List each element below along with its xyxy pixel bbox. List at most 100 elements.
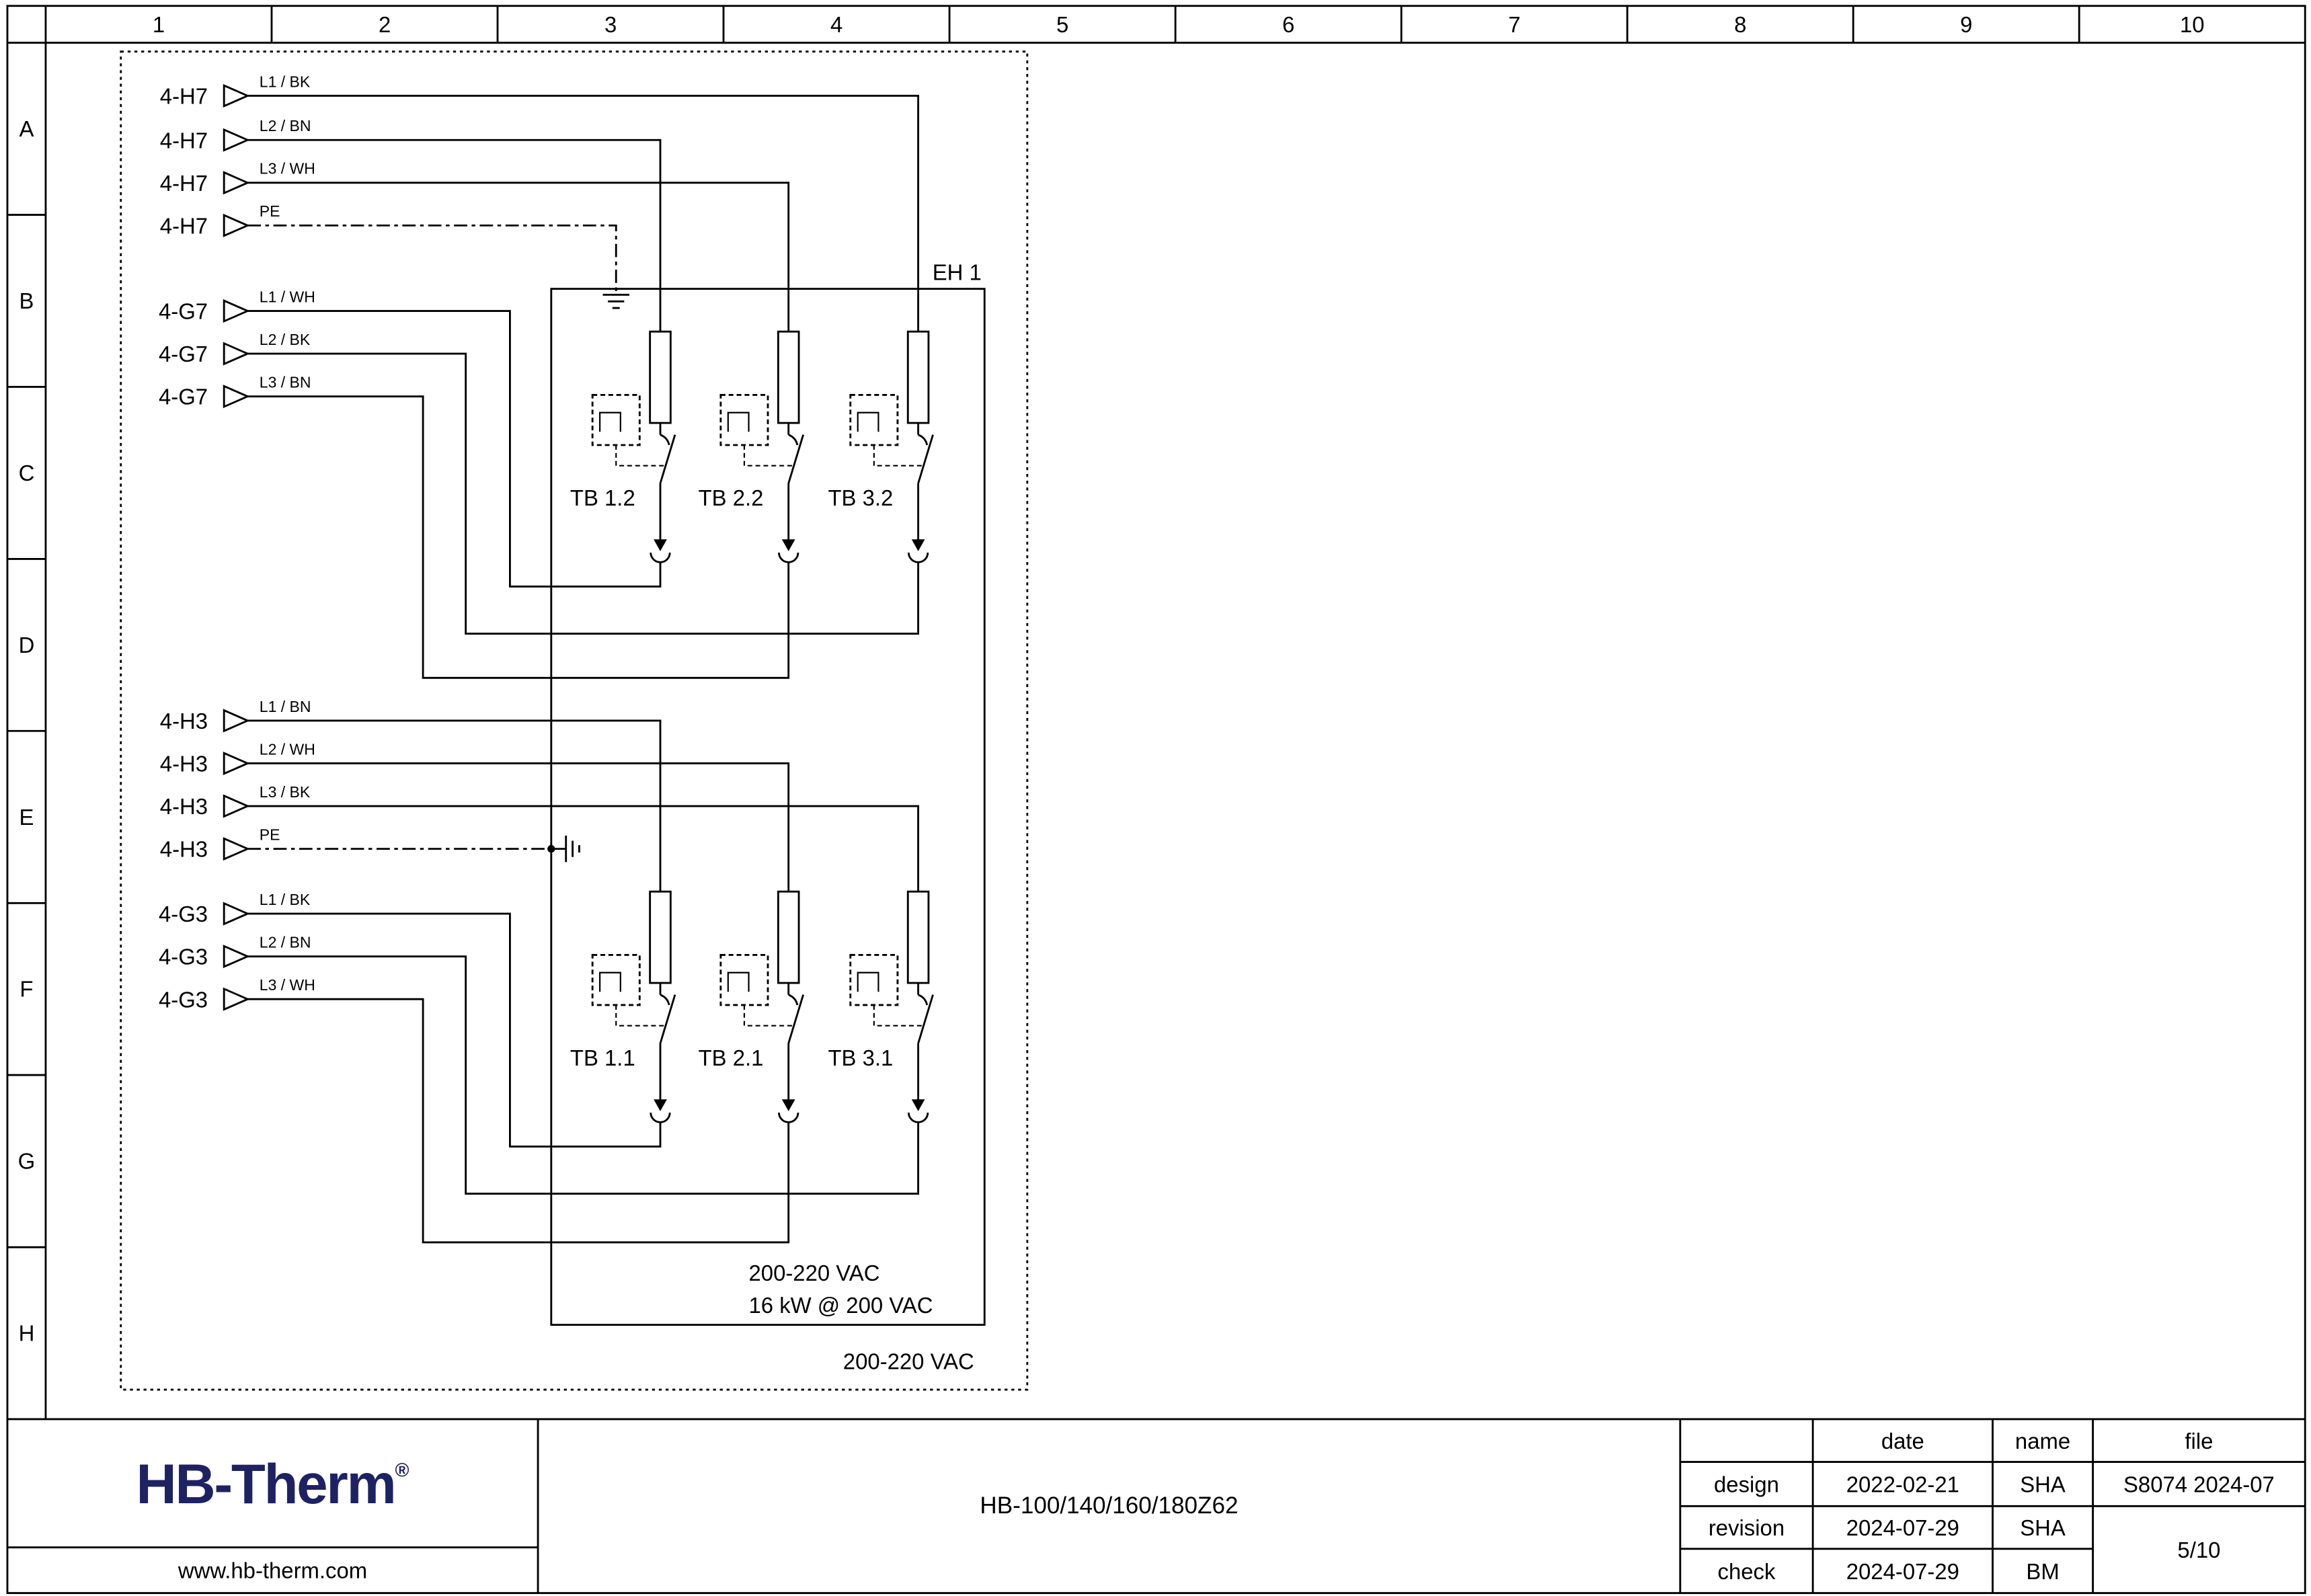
- input-tag: 4-H3: [160, 837, 208, 862]
- phase-label: L3 / WH: [260, 160, 315, 177]
- wire: [247, 912, 662, 1148]
- heater-breaker-unit: [719, 890, 805, 1123]
- input-connector: 4-H3 L3 / BK: [160, 783, 311, 819]
- wire: [247, 310, 662, 588]
- col-header-name: name: [2015, 1429, 2070, 1453]
- wire: [247, 95, 920, 332]
- input-connector: 4-G3 L1 / BK: [159, 891, 311, 926]
- phase-label: L2 / BN: [260, 117, 311, 134]
- breaker-label: TB 1.1: [570, 1045, 635, 1070]
- connector-arrow-icon: [223, 84, 249, 108]
- connector-arrow-icon: [223, 837, 249, 861]
- design-date: 2022-02-21: [1846, 1472, 1959, 1497]
- breaker-label: TB 1.2: [570, 485, 635, 510]
- row-label-check: check: [1718, 1559, 1776, 1584]
- wire: [247, 762, 790, 892]
- input-connector: 4-H7 PE: [160, 202, 280, 238]
- rating-voltage-outer: 200-220 VAC: [843, 1349, 974, 1373]
- earth-symbol: [602, 293, 629, 309]
- column-label: 8: [1734, 12, 1746, 37]
- phase-label: PE: [260, 202, 280, 220]
- phase-label: L2 / WH: [260, 740, 315, 758]
- input-tag: 4-H7: [160, 128, 208, 153]
- connector-arrow-icon: [223, 709, 249, 732]
- input-tag: 4-G3: [159, 945, 208, 969]
- column-ruler: 1 2 3 4 5 6 7 8 9 10: [153, 5, 2205, 43]
- input-tag: 4-G7: [159, 299, 208, 324]
- connector-arrow-icon: [223, 795, 249, 817]
- column-label: 2: [379, 12, 391, 37]
- row-ruler: A B C D E F G H: [7, 116, 46, 1346]
- column-label: 10: [2180, 12, 2205, 37]
- page-number: 5/10: [2177, 1538, 2220, 1562]
- input-connector: 4-G3 L2 / BN: [159, 933, 311, 969]
- breaker-label: TB 3.2: [828, 485, 893, 510]
- wire: [247, 955, 920, 1195]
- phase-label: L3 / BK: [260, 783, 311, 801]
- column-label: 6: [1282, 12, 1294, 37]
- phase-label: L1 / BK: [260, 73, 311, 90]
- input-tag: 4-H7: [160, 213, 208, 238]
- row-label: C: [19, 461, 35, 485]
- col-header-file: file: [2185, 1429, 2213, 1453]
- connector-arrow-icon: [223, 385, 249, 408]
- connector-arrow-icon: [223, 945, 249, 968]
- title-block: HB-Therm® www.hb-therm.com HB-100/140/16…: [7, 1419, 2306, 1593]
- wire: [247, 998, 790, 1244]
- heater-breaker-unit: [591, 890, 676, 1123]
- input-tag: 4-G3: [159, 902, 208, 926]
- revision-date: 2024-07-29: [1846, 1515, 1959, 1540]
- chassis-earth-symbol: [547, 835, 580, 863]
- wiring: [247, 95, 920, 1244]
- company-logo: HB-Therm®: [136, 1453, 409, 1515]
- column-label: 5: [1056, 12, 1068, 37]
- wire: [247, 719, 662, 892]
- input-tag: 4-H3: [160, 709, 208, 733]
- connector-arrow-icon: [223, 299, 249, 323]
- file-value: S8074 2024-07: [2123, 1472, 2275, 1497]
- row-label: E: [19, 805, 34, 830]
- heater-breaker-units: TB 1.2 TB 2.2 TB 3.2 TB 1.1 TB 2.1 TB 3.…: [570, 330, 934, 1123]
- wire: [247, 182, 790, 332]
- heater-breaker-unit: [719, 330, 805, 563]
- column-label: 1: [153, 12, 165, 37]
- sheet-frame: [6, 5, 2306, 1595]
- heater-breaker-unit: [849, 330, 934, 563]
- input-connector: 4-H3 PE: [160, 826, 280, 861]
- phase-label: L1 / BN: [260, 698, 311, 715]
- revision-name: SHA: [2020, 1515, 2066, 1540]
- input-tag: 4-H7: [160, 84, 208, 109]
- check-date: 2024-07-29: [1846, 1559, 1959, 1584]
- heater-breaker-unit: [849, 890, 934, 1123]
- input-connector: 4-H3 L1 / BN: [160, 698, 311, 733]
- input-connectors: 4-H7 L1 / BK 4-H7 L2 / BN 4-H7 L3 / WH 4…: [159, 73, 315, 1012]
- connector-arrow-icon: [223, 214, 249, 237]
- phase-label: L1 / WH: [260, 288, 315, 305]
- input-tag: 4-H3: [160, 752, 208, 776]
- row-label-revision: revision: [1709, 1515, 1785, 1540]
- enclosure-label: EH 1: [933, 260, 982, 284]
- phase-label: L3 / BN: [260, 374, 311, 391]
- row-label-design: design: [1714, 1472, 1779, 1497]
- input-connector: 4-G7 L2 / BK: [159, 331, 311, 366]
- connector-arrow-icon: [223, 128, 249, 152]
- connector-arrow-icon: [223, 342, 249, 365]
- rating-power: 16 kW @ 200 VAC: [749, 1293, 933, 1318]
- row-label: G: [18, 1149, 36, 1174]
- input-connector: 4-G7 L3 / BN: [159, 374, 311, 409]
- design-name: SHA: [2020, 1472, 2066, 1497]
- phase-label: L1 / BK: [260, 891, 311, 908]
- pe-wire: [247, 224, 617, 294]
- breaker-label: TB 2.1: [699, 1045, 764, 1070]
- col-header-date: date: [1881, 1429, 1924, 1453]
- input-connector: 4-H7 L2 / BN: [160, 117, 311, 153]
- heater-breaker-unit: [591, 330, 676, 563]
- wire: [247, 805, 920, 892]
- input-connector: 4-G3 L3 / WH: [159, 976, 315, 1012]
- connector-arrow-icon: [223, 171, 249, 194]
- input-connector: 4-G7 L1 / WH: [159, 288, 315, 323]
- schematic: EH 1: [120, 50, 1029, 1391]
- row-label: D: [19, 633, 35, 657]
